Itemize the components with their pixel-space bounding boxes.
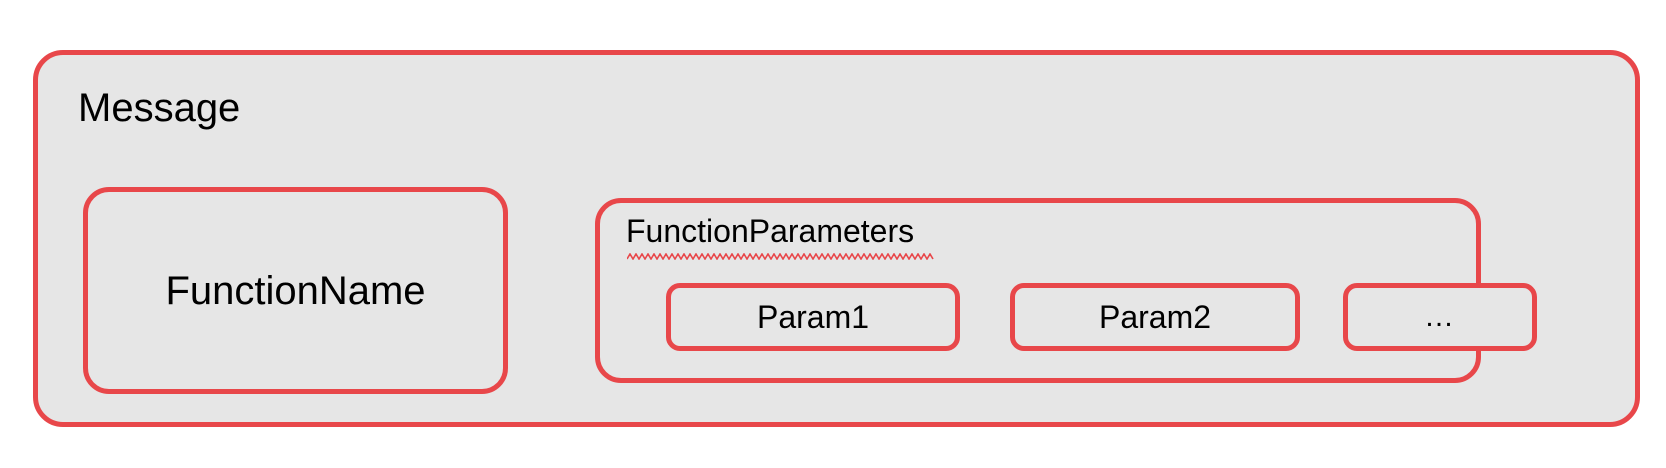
message-label: Message — [78, 86, 241, 130]
function-name-container[interactable]: FunctionName — [83, 187, 508, 394]
parameter-label: Param2 — [1098, 299, 1212, 335]
parameter-label: Param1 — [756, 299, 870, 335]
parameter-label: … — [1424, 300, 1456, 333]
parameter-chip-param2[interactable]: Param2 — [1010, 283, 1300, 351]
message-container[interactable]: Message FunctionName FunctionParameters … — [33, 50, 1640, 427]
spellcheck-squiggle-icon — [627, 253, 935, 260]
function-parameters-container[interactable]: FunctionParameters Param1 Param2 … — [595, 198, 1537, 383]
function-name-label: FunctionName — [165, 268, 426, 313]
parameter-chip-param1[interactable]: Param1 — [666, 283, 960, 351]
function-parameters-label: FunctionParameters — [626, 213, 915, 249]
parameter-chip-ellipsis[interactable]: … — [1343, 283, 1537, 351]
parameter-list: Param1 Param2 … — [600, 203, 1537, 378]
